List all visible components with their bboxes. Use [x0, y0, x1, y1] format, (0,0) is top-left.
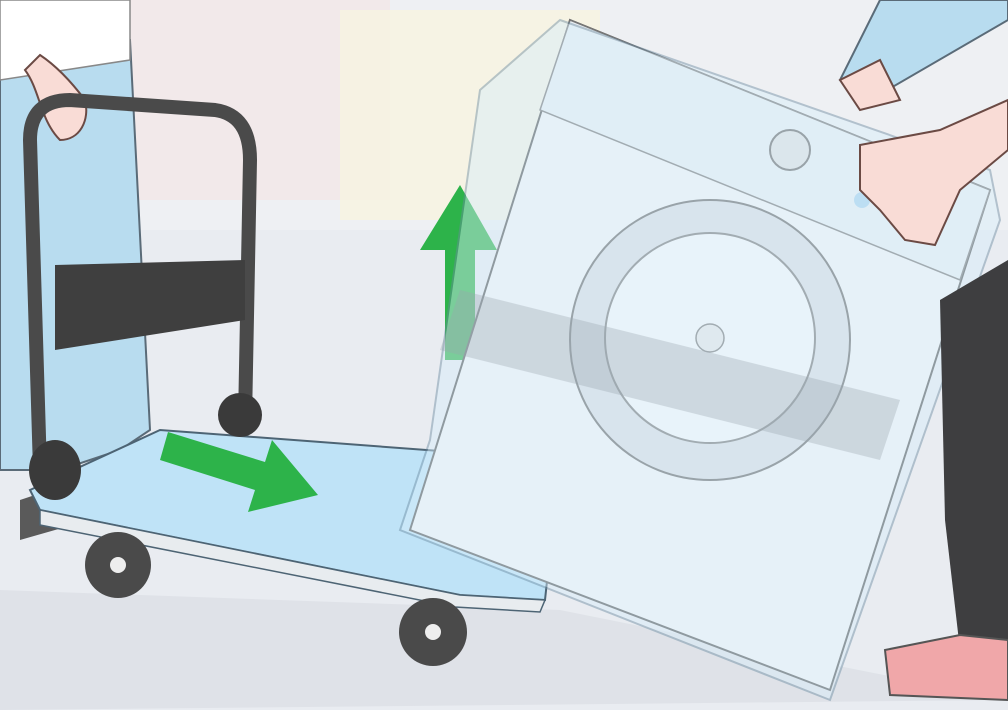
shoe	[883, 633, 1008, 702]
hand	[838, 58, 902, 112]
washing-machine	[398, 18, 1002, 702]
wrap-band	[440, 290, 900, 460]
dark-pants	[940, 260, 1008, 650]
wheel-hub	[425, 624, 441, 640]
handle-frame	[22, 92, 258, 477]
platform-edge	[39, 509, 547, 613]
floor-shadow	[0, 590, 1008, 710]
arrow-up-icon	[420, 185, 497, 360]
shirt	[0, 0, 131, 81]
plastic-wrap	[398, 18, 1002, 702]
drum-center	[695, 323, 725, 353]
wheel-hub	[110, 557, 126, 573]
control-panel	[539, 19, 991, 281]
frame-joint	[218, 393, 262, 437]
arrow-right-icon	[160, 432, 318, 512]
frame-joint	[29, 440, 81, 500]
right-person	[838, 0, 1008, 702]
hand	[859, 98, 1008, 247]
dial-knob	[769, 129, 811, 171]
cross-bar	[55, 260, 245, 350]
